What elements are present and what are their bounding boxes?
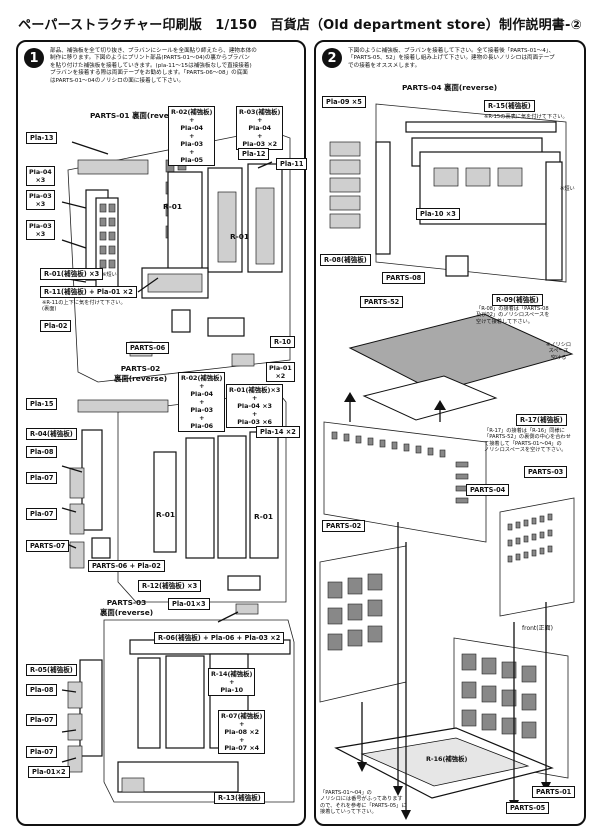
label-r12: R-12(補強板) ×3 [138, 580, 202, 592]
label-pla07-d: Pla-07 [26, 746, 58, 758]
parts02-assembly [69, 391, 287, 615]
label-r02-b: R-02(補強板) + Pla-04 + Pla-03 + Pla-06 [178, 372, 226, 432]
label-pla11: Pla-11 [276, 158, 308, 170]
label-parts04: PARTS-04 [466, 484, 510, 496]
note-r15: ※R-15の裏表に気を付けて下さい。 [484, 114, 568, 120]
label-r01-b: R-01(補強板)×3 + Pla-04 ×3 + Pla-03 ×6 [226, 384, 284, 428]
parts01-assembly [67, 129, 291, 383]
note-norishiro: ※ノリシロ スペース 空ける [546, 342, 572, 361]
label-pla07-b: Pla-07 [26, 508, 58, 520]
label-pla09x5: Pla-09 ×5 [322, 96, 366, 108]
label-pla07-c: Pla-07 [26, 714, 58, 726]
label-r03: R-03(補強板) + Pla-04 + Pla-03 ×2 [236, 106, 284, 150]
label-parts52: PARTS-52 [360, 296, 404, 308]
r01-inner-1: R-01 [163, 202, 183, 211]
r01-inner-3: R-01 [156, 510, 176, 519]
section-parts02: PARTS-02 裏面(reverse) [114, 364, 168, 383]
label-pla10x3: Pla-10 ×3 [416, 208, 460, 220]
note-r11: ※R-11の上下に気を付けて下さい。 (裏面) [42, 300, 126, 313]
label-pla08-b: Pla-08 [26, 684, 58, 696]
label-pla08-a: Pla-08 [26, 446, 58, 458]
label-r10: R-10 [270, 336, 295, 348]
r01-inner-4: R-01 [254, 512, 274, 521]
label-pla12: Pla-12 [238, 148, 270, 160]
r01-inner-2: R-01 [230, 232, 250, 241]
step2-panel: 2 下図のように補強板、プラバンを接着して下さい。全て接着後「PARTS-01〜… [314, 40, 586, 826]
label-parts03: PARTS-03 [524, 466, 568, 478]
label-pla01x2: Pla-01 ×2 [266, 362, 295, 382]
label-r17: R-17(補強板) [516, 414, 567, 426]
label-r15: R-15(補強板) [484, 100, 535, 112]
label-pla04x3: Pla-04 ×3 [26, 166, 55, 186]
label-r16: R-16(補強板) [426, 755, 468, 763]
label-r05: R-05(補強板) [26, 664, 77, 676]
label-pla15: Pla-15 [26, 398, 58, 410]
step2-instructions: 下図のように補強板、プラバンを接着して下さい。全て接着後「PARTS-01〜4」… [348, 48, 555, 69]
note-r08: 「R-08」の接着は「PARTS-08 及び02」のノリシロスペースを 空けて接… [476, 306, 550, 325]
label-pla03x3-b: Pla-03 ×3 [26, 220, 55, 240]
label-parts01: PARTS-01 [532, 786, 576, 798]
label-pla03x3-a: Pla-03 ×3 [26, 190, 55, 210]
step2-number: 2 [322, 48, 342, 68]
parts52-slab [348, 313, 574, 393]
section-parts03: PARTS-03 裏面(reverse) [100, 598, 154, 617]
label-pla07-a: Pla-07 [26, 472, 58, 484]
label-parts08: PARTS-08 [382, 272, 426, 284]
step1-panel: 1 部品、補強板を全て切り抜き、プラバンにシールを全面貼り師えたら、建物本体の … [16, 40, 308, 826]
label-r14: R-14(補強板) + Pla-10 [208, 668, 256, 696]
label-parts02: PARTS-02 [322, 520, 366, 532]
section-parts01: PARTS-01 裏面(reverse) [90, 111, 186, 120]
label-front: front(正面) [522, 625, 553, 632]
label-parts07: PARTS-07 [26, 540, 70, 552]
label-parts05: PARTS-05 [506, 802, 550, 814]
note-short-2: ※短い [560, 186, 575, 192]
label-r02-a: R-02(補強板) + Pla-04 + Pla-03 + Pla-05 [168, 106, 216, 166]
note-bottom: 「PARTS-01〜04」の ノリシロには番号がふってあります ので、それを参考… [320, 790, 407, 816]
label-r09: R-09(補強板) [492, 294, 543, 306]
label-pla02: Pla-02 [40, 320, 72, 332]
note-r17: 「R-17」の接着は「R-16」同様に 「PARTS-52」の裏側の中心を合わせ… [484, 428, 571, 454]
label-r01x3: R-01(補強板) ×3 [40, 268, 104, 280]
label-r04: R-04(補強板) [26, 428, 77, 440]
label-pla01x3: Pla-01×3 [168, 598, 210, 610]
label-pla13: Pla-13 [26, 132, 58, 144]
note-short: ※短い [102, 272, 117, 278]
step1-number: 1 [24, 48, 44, 68]
label-r11: R-11(補強板) + Pla-01 ×2 [40, 286, 137, 298]
section-parts04: PARTS-04 裏面(reverse) [402, 83, 498, 92]
label-r08: R-08(補強板) [320, 254, 371, 266]
page-title: ペーパーストラクチャー印刷版 1/150 百貨店（Old department … [18, 18, 582, 33]
label-r07: R-07(補強板) + Pla-08 ×2 + Pla-07 ×4 [218, 710, 266, 754]
label-pla14x2: Pla-14 ×2 [256, 426, 300, 438]
label-pla01x2-b: Pla-01×2 [28, 766, 70, 778]
step1-instructions: 部品、補強板を全て切り抜き、プラバンにシールを全面貼り師えたら、建物本体の 制作… [50, 48, 257, 84]
label-parts06: PARTS-06 [126, 342, 170, 354]
label-r13: R-13(補強板) [214, 792, 265, 804]
label-parts06b: PARTS-06 + Pla-02 [88, 560, 165, 572]
label-r06: R-06(補強板) + Pla-06 + Pla-03 ×2 [154, 632, 285, 644]
